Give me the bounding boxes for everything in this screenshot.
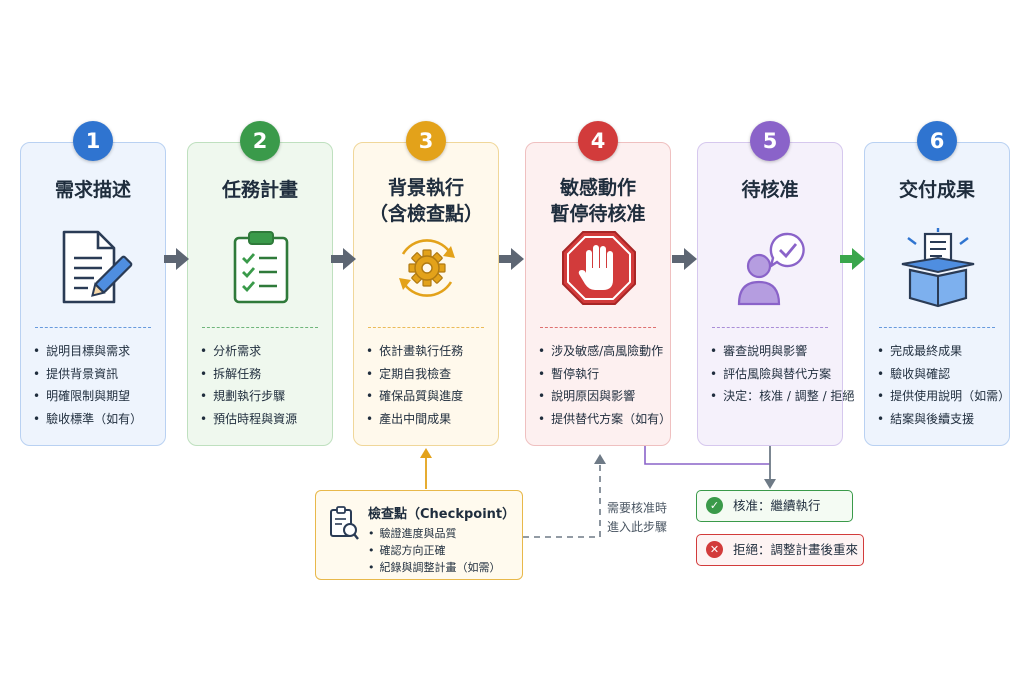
bullet-item: 預估時程與資源	[200, 408, 297, 431]
bullet-item: 評估風險與替代方案	[710, 363, 854, 386]
approve-result-text: 核准：繼續執行	[733, 498, 821, 513]
person-speech-check-icon	[737, 232, 805, 306]
step-number-badge-1: 1	[73, 121, 113, 161]
approval-dashed-arrowhead	[594, 454, 606, 464]
bullet-item: 涉及敏感/高風險動作	[538, 340, 671, 363]
approval-dashed-connector	[523, 462, 601, 538]
check-circle-icon: ✓	[706, 497, 723, 514]
step-card-1: 需求描述 說明目標與需求 提供背景資訊 明確限制與期望 驗收標準（如有）	[20, 142, 166, 446]
bullet-item: 拆解任務	[200, 363, 297, 386]
step-title: 交付成果	[898, 179, 975, 201]
bullet-item: 定期自我檢查	[366, 363, 463, 386]
step-title-line2: 暫停待核准	[550, 203, 646, 225]
step-title: 敏感動作	[559, 177, 636, 199]
checkpoint-title: 檢查點（Checkpoint）	[368, 507, 516, 522]
x-circle-icon: ✕	[706, 541, 723, 558]
bullet-item: 明確限制與期望	[33, 385, 142, 408]
step-number-badge-3: 3	[406, 121, 446, 161]
bullet-item: 分析需求	[200, 340, 297, 363]
bullet-item: 規劃執行步驟	[200, 385, 297, 408]
approval-note-line2: 進入此步驟	[607, 520, 668, 534]
step-divider	[368, 327, 484, 328]
arrow-right-icon	[164, 248, 189, 270]
step-card-3: 背景執行 （含檢查點） 依計畫執行任務 定期自我檢查 確保品質與進度 產出中間成	[353, 142, 499, 446]
arrow-right-icon	[331, 248, 356, 270]
bullet-item: 依計畫執行任務	[366, 340, 463, 363]
step-divider	[540, 327, 656, 328]
gear-cycle-icon	[399, 239, 455, 297]
bullet-item: 產出中間成果	[366, 408, 463, 431]
step-number-badge-2: 2	[240, 121, 280, 161]
step-bullets: 依計畫執行任務 定期自我檢查 確保品質與進度 產出中間成果	[366, 340, 463, 430]
checkpoint-item: 驗證進度與品質	[368, 525, 501, 542]
arrow-right-icon	[672, 248, 697, 270]
step-bullets: 審查說明與影響 評估風險與替代方案 決定：核准 / 調整 / 拒絕	[710, 340, 854, 408]
checkpoint-list: 驗證進度與品質 確認方向正確 紀錄與調整計畫（如需）	[368, 525, 501, 576]
step4-to-step5-connector	[644, 446, 770, 465]
checkpoint-arrowhead	[420, 448, 432, 458]
step-title: 背景執行	[387, 177, 464, 199]
step-number-badge-6: 6	[917, 121, 957, 161]
bullet-item: 驗收與確認	[877, 363, 1010, 386]
checkpoint-item: 確認方向正確	[368, 542, 501, 559]
bullet-item: 說明目標與需求	[33, 340, 142, 363]
bullet-item: 說明原因與影響	[538, 385, 671, 408]
bullet-item: 決定：核准 / 調整 / 拒絕	[710, 385, 854, 408]
step-divider	[35, 327, 151, 328]
decision-arrowhead	[764, 479, 776, 489]
clipboard-checklist-icon	[233, 231, 289, 304]
step-card-6: 交付成果 完成最終成果 驗收與確認 提供使用說明（如需） 結案與後續支援	[864, 142, 1010, 446]
bullet-item: 結案與後續支援	[877, 408, 1010, 431]
step-number-badge-5: 5	[750, 121, 790, 161]
step-divider	[879, 327, 995, 328]
bullet-item: 提供替代方案（如有）	[538, 408, 671, 431]
step-card-2: 任務計畫 分析需求 拆解任務 規劃執行步驟 預估時程與資源	[187, 142, 333, 446]
step-card-4: 敏感動作 暫停待核准 涉及敏感/高風險動作 暫停執行 說明原因與影響 提供替代方…	[525, 142, 671, 446]
step-title: 需求描述	[54, 179, 131, 201]
reject-result-text: 拒絕：調整計畫後重來	[733, 542, 859, 557]
bullet-item: 提供背景資訊	[33, 363, 142, 386]
box-document-icon	[901, 228, 975, 308]
bullet-item: 完成最終成果	[877, 340, 1010, 363]
reject-result: ✕ 拒絕：調整計畫後重來	[696, 534, 864, 566]
step-divider	[202, 327, 318, 328]
approve-result: ✓ 核准：繼續執行	[696, 490, 853, 522]
step-bullets: 分析需求 拆解任務 規劃執行步驟 預估時程與資源	[200, 340, 297, 430]
step-number-badge-4: 4	[578, 121, 618, 161]
arrow-right-icon	[499, 248, 524, 270]
bullet-item: 審查說明與影響	[710, 340, 854, 363]
step-bullets: 涉及敏感/高風險動作 暫停執行 說明原因與影響 提供替代方案（如有）	[538, 340, 671, 430]
step-card-5: 待核准 審查說明與影響 評估風險與替代方案 決定：核准 / 調整 / 拒絕	[697, 142, 854, 446]
bullet-item: 暫停執行	[538, 363, 671, 386]
bullet-item: 提供使用說明（如需）	[877, 385, 1010, 408]
clipboard-search-icon	[330, 506, 359, 540]
step-bullets: 完成最終成果 驗收與確認 提供使用說明（如需） 結案與後續支援	[877, 340, 1010, 430]
bullet-item: 驗收標準（如有）	[33, 408, 142, 431]
approval-note: 需要核准時 進入此步驟	[607, 499, 667, 537]
checkpoint-box: 檢查點（Checkpoint） 驗證進度與品質 確認方向正確 紀錄與調整計畫（如…	[315, 490, 523, 580]
step-divider	[712, 327, 828, 328]
step-title: 任務計畫	[221, 179, 298, 201]
approval-note-line1: 需要核准時	[607, 501, 668, 515]
step-bullets: 說明目標與需求 提供背景資訊 明確限制與期望 驗收標準（如有）	[33, 340, 142, 430]
arrow-right-green-icon	[840, 248, 865, 270]
step-title: 待核准	[741, 179, 799, 201]
bullet-item: 確保品質與進度	[366, 385, 463, 408]
document-pen-icon	[62, 230, 133, 304]
step-title-line2: （含檢查點）	[368, 203, 483, 225]
stop-hand-icon	[562, 231, 636, 305]
checkpoint-item: 紀錄與調整計畫（如需）	[368, 559, 501, 576]
